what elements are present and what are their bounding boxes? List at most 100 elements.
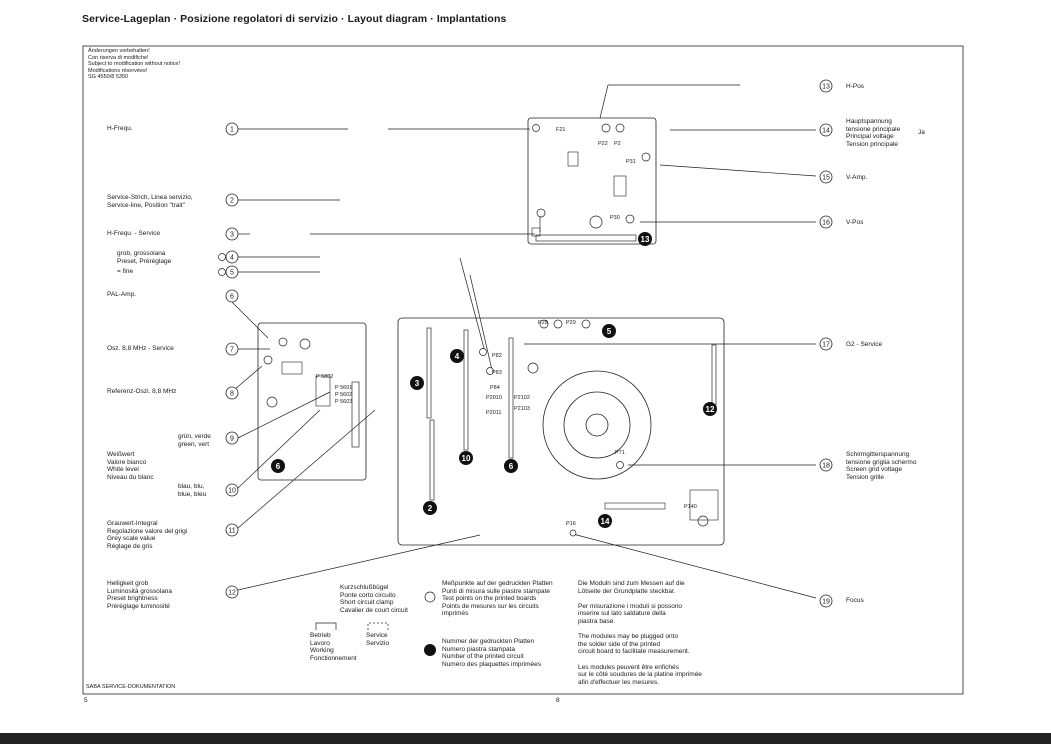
label-v-pos: V-Pos	[846, 219, 864, 226]
deflection-board	[527, 117, 657, 245]
callout-17: 17	[822, 342, 830, 349]
legend-messpunkte: Meßpunkte auf der gedruckten Platten Pun…	[442, 580, 553, 618]
callout-14: 14	[822, 128, 830, 135]
svg-text:12: 12	[706, 405, 715, 414]
label-p5601: P 5601	[335, 385, 352, 391]
label-v-amp: V-Amp.	[846, 174, 868, 181]
label-h-frequ-service: H-Frequ. - Service	[107, 230, 161, 237]
pal-board	[257, 322, 367, 481]
label-p29: P29	[566, 320, 576, 326]
callout-15: 15	[822, 175, 830, 182]
label-ja: Ja	[918, 129, 925, 136]
label-h-frequ: H-Frequ.	[107, 125, 133, 132]
callout-11: 11	[228, 528, 235, 535]
connector-strip	[711, 344, 717, 406]
crt-socket-inner	[563, 391, 631, 459]
label-pal-amp: PAL-Amp.	[107, 291, 137, 298]
label-p82: P82	[492, 353, 502, 359]
page-number-left: 5	[84, 697, 88, 704]
callout-7: 7	[230, 347, 234, 354]
board-number-12-badge	[703, 402, 717, 416]
label-p5603: P 5603	[335, 399, 352, 405]
label-referenz-oszi: Referenz-Oszi. 8,8 MHz	[107, 388, 177, 395]
label-preset: grob, grossolana Preset, Préréglage	[117, 250, 172, 265]
connector-strip	[535, 234, 637, 242]
label-p83: P83	[492, 370, 502, 376]
label-p2102: P2102	[514, 395, 530, 401]
board-number-6b-badge	[271, 459, 285, 473]
board-number-10-badge	[459, 451, 473, 465]
label-g2-service: G2 - Service	[846, 341, 883, 348]
callout-6: 6	[230, 294, 234, 301]
label-focus: Focus	[846, 597, 864, 604]
label-p71: P71	[615, 450, 625, 456]
label-fine: = fine	[117, 268, 134, 275]
svg-text:6: 6	[509, 462, 514, 471]
label-h-pos: H-Pos	[846, 83, 865, 90]
callout-12: 12	[228, 590, 236, 597]
page-number-right: 8	[556, 697, 560, 704]
connector-strip	[508, 337, 514, 459]
label-blau: blau, blu, blue, bleu	[178, 483, 207, 498]
connector-strip	[429, 419, 435, 501]
svg-text:2: 2	[428, 504, 433, 513]
callout-4: 4	[230, 255, 234, 262]
svg-text:14: 14	[601, 517, 610, 526]
callout-3: 3	[230, 232, 234, 239]
legend-kurzschluss: Kurzschlußbügel Ponte corto circuito Sho…	[340, 584, 408, 614]
callout-16: 16	[822, 220, 830, 227]
callout-5: 5	[230, 270, 234, 277]
page-title: Service-Lageplan · Posizione regolatori …	[82, 13, 507, 25]
label-service-line: Service-Strich, Linea servizio, Service-…	[107, 194, 193, 209]
label-p22: P22	[598, 141, 608, 147]
label-p2010: P2010	[486, 395, 502, 401]
connector-strip	[426, 327, 432, 419]
label-p2: P2	[614, 141, 621, 147]
label-schirmgitter: Schirmgitterspannung tensione griglia sc…	[846, 451, 917, 481]
callout-9: 9	[230, 436, 234, 443]
svg-text:4: 4	[455, 352, 460, 361]
svg-text:10: 10	[462, 454, 471, 463]
callout-18: 18	[822, 463, 830, 470]
modification-notice: Änderungen vorbehalten! Con riserva di m…	[88, 48, 181, 80]
label-p84: P84	[490, 385, 500, 391]
callout-13: 13	[822, 84, 830, 91]
svg-text:5: 5	[607, 327, 612, 336]
legend-service: Service Servizio	[366, 632, 390, 647]
connector-strip	[351, 381, 360, 448]
label-p5802: P 5802	[316, 374, 333, 380]
callout-19: 19	[822, 599, 830, 606]
crt-socket-outer	[542, 370, 652, 480]
outer-frame	[82, 45, 964, 695]
callout-1: 1	[230, 127, 234, 134]
label-p30: P30	[610, 215, 620, 221]
connector-strip	[463, 329, 469, 451]
board-number-4-badge	[450, 349, 464, 363]
label-p28: P28	[538, 320, 548, 326]
label-p140: P140	[684, 504, 697, 510]
callout-2: 2	[230, 198, 234, 205]
crt-socket-center	[585, 413, 609, 437]
board-number-14-badge	[598, 514, 612, 528]
board-number-2-badge	[423, 501, 437, 515]
legend-betrieb: Betrieb Lavoro Working Fonctionnement	[310, 632, 357, 662]
svg-text:13: 13	[641, 235, 650, 244]
label-oszi-service: Osz. 8,8 MHz - Service	[107, 345, 174, 352]
board-number-5-badge	[602, 324, 616, 338]
label-p16: P16	[566, 521, 576, 527]
callout-10: 10	[228, 488, 236, 495]
svg-text:3: 3	[415, 379, 420, 388]
label-p31: P31	[626, 159, 636, 165]
board-number-3-badge	[410, 376, 424, 390]
legend-nummer: Nummer der gedruckten Platten Numero pia…	[442, 638, 541, 668]
label-p2011: P2011	[486, 410, 502, 416]
svg-text:6: 6	[276, 462, 281, 471]
label-weisswert: Weißwert Valore bianco White level Nivea…	[107, 451, 154, 481]
board-number-6-badge	[504, 459, 518, 473]
footer-code: SABA SERVICE-DOKUMENTATION	[86, 684, 176, 690]
label-helligkeit: Helligkeit grob Luminosità grossolana Pr…	[107, 580, 173, 610]
label-p2103: P2103	[514, 406, 530, 412]
label-gruen: grün, verde green, vert	[178, 433, 211, 448]
label-p5602: P 5602	[335, 392, 352, 398]
label-hauptspannung: Hauptspannung tensione principale Princi…	[846, 118, 901, 148]
